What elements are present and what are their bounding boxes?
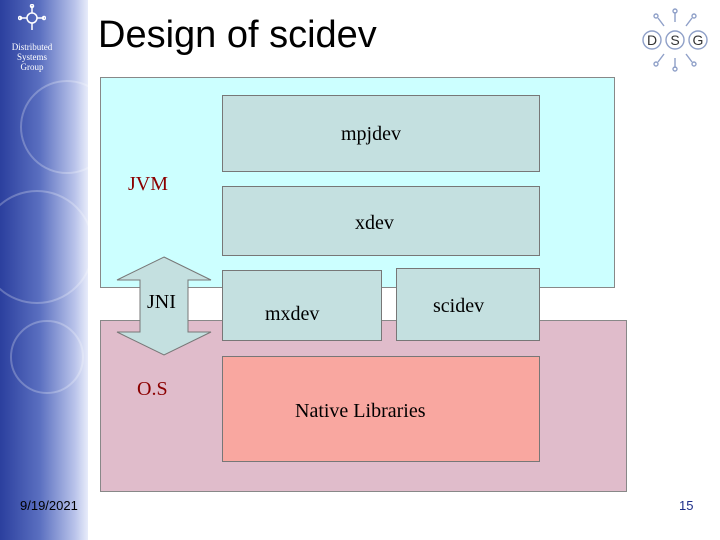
swirl-decoration: [10, 320, 84, 394]
scidev-label: scidev: [433, 295, 485, 317]
mpjdev-layer: mpjdev: [222, 95, 540, 172]
mxdev-label: mxdev: [265, 303, 320, 325]
os-label: O.S: [137, 378, 168, 400]
molecule-logo-icon: [18, 4, 46, 30]
page-number: 15: [679, 498, 694, 513]
mxdev-layer: mxdev: [222, 270, 382, 341]
mpjdev-label: mpjdev: [341, 123, 401, 145]
scidev-layer: scidev: [396, 268, 540, 341]
dsg-logo-icon: D S G: [642, 8, 708, 72]
logo-letter-g: G: [693, 32, 704, 48]
logo-letter-s: S: [670, 32, 679, 48]
jni-label: JNI: [147, 291, 176, 313]
xdev-label: xdev: [355, 212, 394, 234]
native-libraries-label: Native Libraries: [295, 400, 426, 422]
org-name: Distributed Systems Group: [11, 42, 53, 72]
native-libraries-layer: Native Libraries: [222, 356, 540, 462]
jvm-label: JVM: [128, 173, 169, 195]
slide-title: Design of scidev: [98, 14, 377, 56]
logo-letter-d: D: [647, 32, 657, 48]
sidebar-decoration: Distributed Systems Group: [0, 0, 114, 540]
slide-date: 9/19/2021: [20, 498, 78, 513]
xdev-layer: xdev: [222, 186, 540, 256]
swirl-decoration: [0, 190, 94, 304]
jni-double-arrow-icon: [116, 256, 212, 356]
